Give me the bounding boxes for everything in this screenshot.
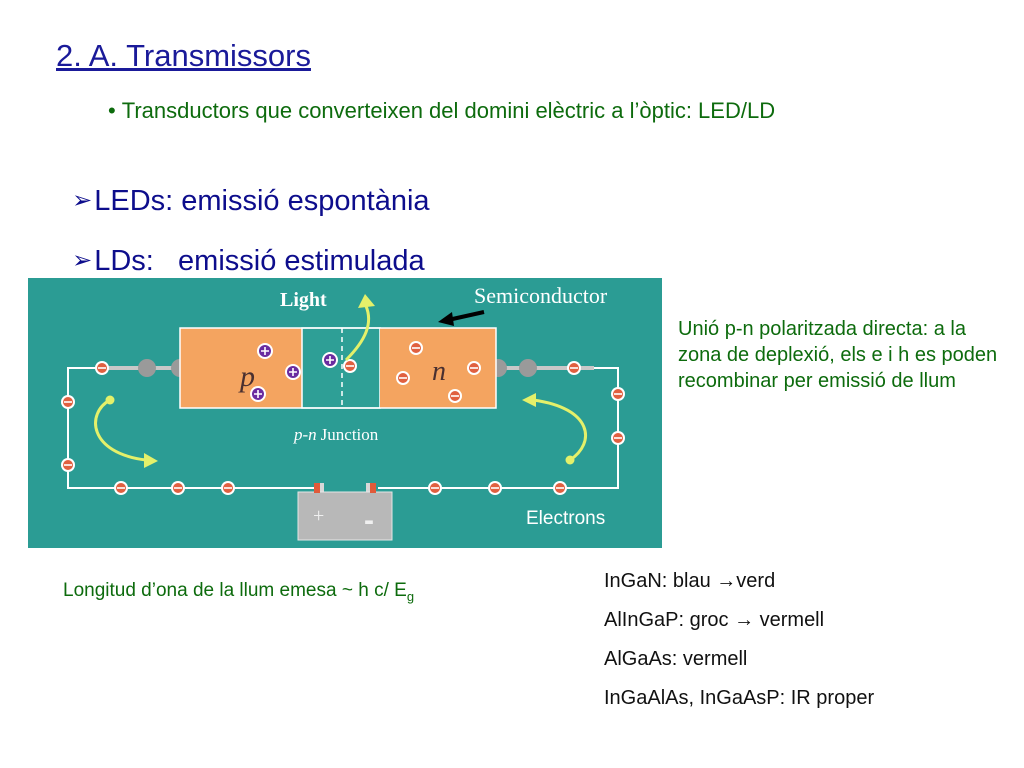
formula-text: Longitud d’ona de la llum emesa ~ h c/ E — [63, 580, 407, 601]
slide-title: 2. A. Transmissors — [56, 38, 311, 73]
electron-icon — [448, 389, 462, 403]
material-name: InGaAlAs, InGaAsP: IR proper — [604, 687, 875, 709]
battery-terminal-mark — [370, 483, 376, 493]
battery-terminal-mark — [314, 483, 320, 493]
electron-flow-arrow-right — [532, 398, 587, 462]
arrow-item-leds: ➢LEDs: emissió espontània — [56, 152, 430, 218]
electron-icon — [171, 481, 185, 495]
light-label: Light — [280, 289, 327, 311]
battery-icon — [297, 491, 393, 541]
materials-list: InGaN: blau →verd AlInGaP: groc → vermel… — [604, 568, 874, 724]
electron-icon — [553, 481, 567, 495]
depletion-zone — [301, 327, 381, 409]
material-row: InGaAlAs, InGaAsP: IR proper — [604, 685, 874, 724]
electrons-label: Electrons — [526, 508, 605, 529]
arrowhead-icon — [522, 393, 536, 407]
arrow-right-icon: → — [716, 570, 737, 592]
bullet-dot-icon: • — [108, 98, 116, 123]
electron-icon — [611, 431, 625, 445]
n-label: n — [432, 356, 446, 387]
pointer-arrow — [447, 310, 485, 322]
material-name: AlGaAs: vermell — [604, 648, 748, 670]
right-contact-ball — [519, 359, 537, 377]
electron-icon — [488, 481, 502, 495]
material-row: InGaN: blau →verd — [604, 568, 874, 607]
battery-plus-label: + — [313, 505, 324, 527]
arrowhead-bullet-icon: ➢ — [72, 187, 93, 214]
arrowhead-icon — [144, 453, 158, 468]
side-note: Unió p-n polaritzada directa: a la zona … — [678, 318, 998, 392]
arrow-item-lds: ➢LDs: emissió estimulada — [56, 212, 425, 278]
electron-flow-arrow-left — [94, 398, 147, 462]
electron-icon — [61, 395, 75, 409]
arrow-item-label: LDs: emissió estimulada — [94, 245, 425, 277]
arrow-right-icon: → — [734, 609, 755, 631]
electron-icon — [409, 341, 423, 355]
electron-icon — [95, 361, 109, 375]
bullet-item: •Transductors que converteixen del domin… — [108, 98, 775, 124]
wavelength-formula: Longitud d’ona de la llum emesa ~ h c/ E… — [63, 580, 414, 604]
light-arrowhead-icon — [358, 294, 375, 308]
light-arrow — [344, 305, 371, 362]
pointer-arrowhead-icon — [438, 312, 454, 326]
left-contact-ball — [138, 359, 156, 377]
electron-icon — [428, 481, 442, 495]
electron-icon — [396, 371, 410, 385]
electron-icon — [221, 481, 235, 495]
electron-icon — [567, 361, 581, 375]
material-color: verd — [736, 570, 776, 592]
electron-icon — [467, 361, 481, 375]
battery-minus-label: - — [364, 504, 374, 537]
bullet-text: Transductors que converteixen del domini… — [121, 98, 776, 123]
hole-icon — [322, 352, 338, 368]
electron-icon — [61, 458, 75, 472]
hole-icon — [257, 343, 273, 359]
flow-origin-dot — [565, 455, 575, 465]
hole-icon — [250, 386, 266, 402]
material-name: AlInGaP: groc — [604, 609, 735, 631]
electron-icon — [114, 481, 128, 495]
material-name: InGaN: blau — [604, 570, 717, 592]
semiconductor-outline — [179, 327, 497, 409]
arrow-item-label: LEDs: emissió espontània — [94, 185, 430, 217]
p-label: p — [238, 360, 255, 393]
semiconductor-label: Semiconductor — [474, 283, 608, 308]
material-row: AlGaAs: vermell — [604, 646, 874, 685]
material-row: AlInGaP: groc → vermell — [604, 607, 874, 646]
material-color: vermell — [754, 609, 825, 631]
formula-subscript: g — [406, 588, 415, 604]
electron-icon — [611, 387, 625, 401]
electron-icon — [343, 359, 357, 373]
p-region — [180, 328, 302, 408]
hole-icon — [285, 364, 301, 380]
arrowhead-bullet-icon: ➢ — [72, 247, 93, 274]
flow-origin-dot — [105, 395, 115, 405]
